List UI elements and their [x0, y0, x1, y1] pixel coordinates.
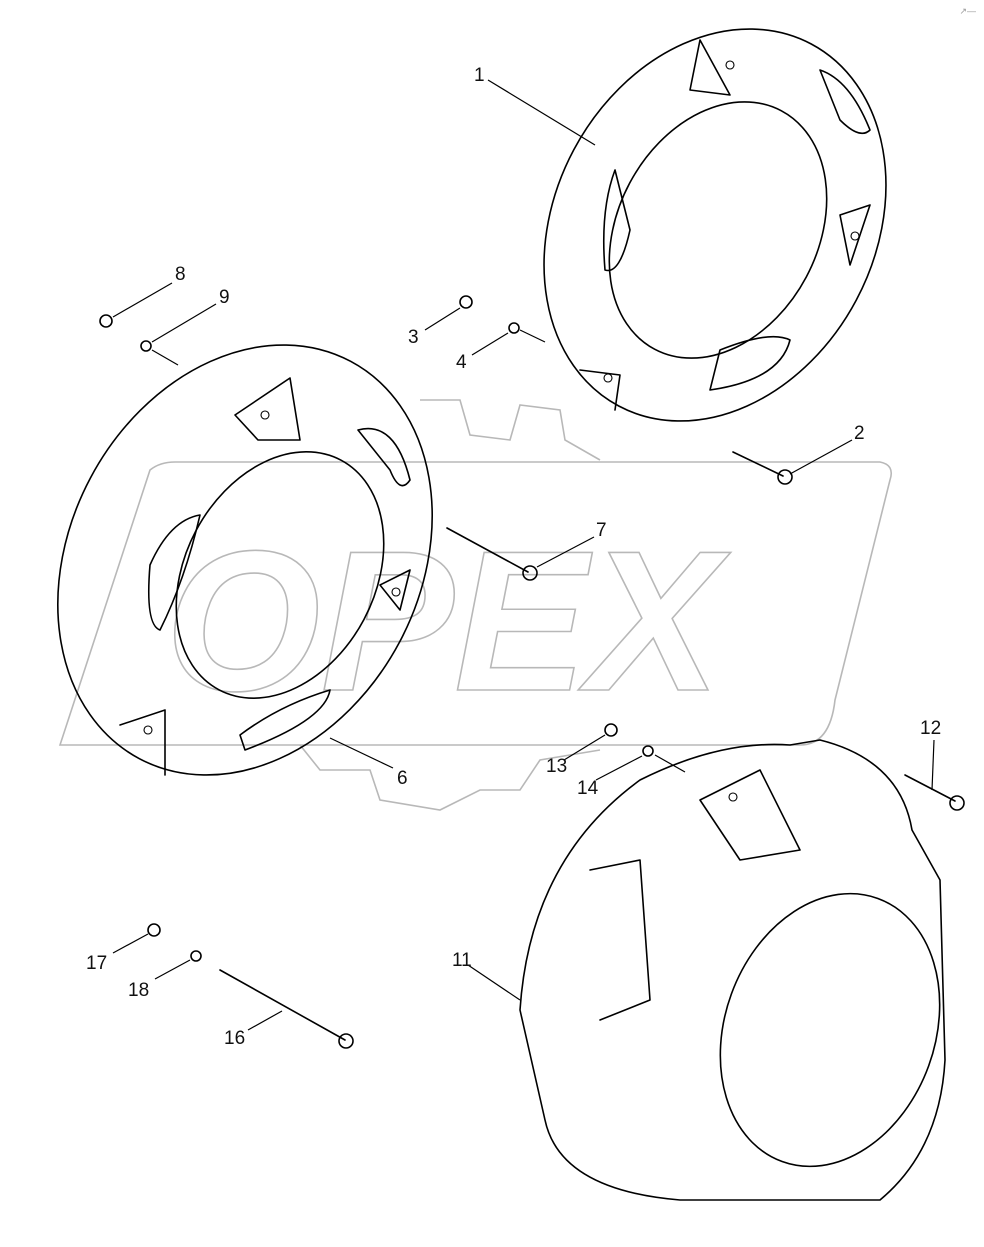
nut-3-icon — [459, 295, 473, 309]
wheel-weight-6 — [57, 344, 433, 776]
callout-3: 3 — [408, 327, 419, 348]
bolt-16-icon — [338, 1033, 354, 1049]
callout-12: 12 — [920, 718, 942, 739]
callout-13: 13 — [546, 756, 568, 777]
washer-9-icon — [140, 340, 152, 352]
nut-17-icon — [147, 923, 161, 937]
bolt-2-icon — [777, 469, 793, 485]
svg-text:OPEX: OPEX — [165, 510, 731, 733]
callout-14: 14 — [577, 778, 599, 799]
callout-1: 1 — [474, 65, 485, 86]
bolt-7-icon — [522, 565, 538, 581]
callout-8: 8 — [175, 264, 186, 285]
washer-18-icon — [190, 950, 202, 962]
callout-18: 18 — [128, 980, 150, 1001]
callout-9: 9 — [219, 287, 230, 308]
callout-2: 2 — [854, 423, 865, 444]
fasteners — [99, 295, 965, 1049]
washer-4-icon — [508, 322, 520, 334]
leader-lines — [112, 79, 935, 1031]
bolt-12-icon — [949, 795, 965, 811]
callout-6: 6 — [397, 768, 408, 789]
nut-13-icon — [604, 723, 618, 737]
callout-16: 16 — [224, 1028, 246, 1049]
wheel-weight-11 — [519, 739, 946, 1201]
callout-7: 7 — [596, 520, 607, 541]
callout-4: 4 — [456, 352, 467, 373]
wheel-weight-1 — [543, 28, 887, 422]
callout-11: 11 — [452, 950, 472, 971]
callout-17: 17 — [86, 953, 108, 974]
corner-mark: ↗— — [959, 6, 976, 16]
nut-8-icon — [99, 314, 113, 328]
washer-14-icon — [642, 745, 654, 757]
opex-watermark: OPEX — [58, 399, 893, 811]
